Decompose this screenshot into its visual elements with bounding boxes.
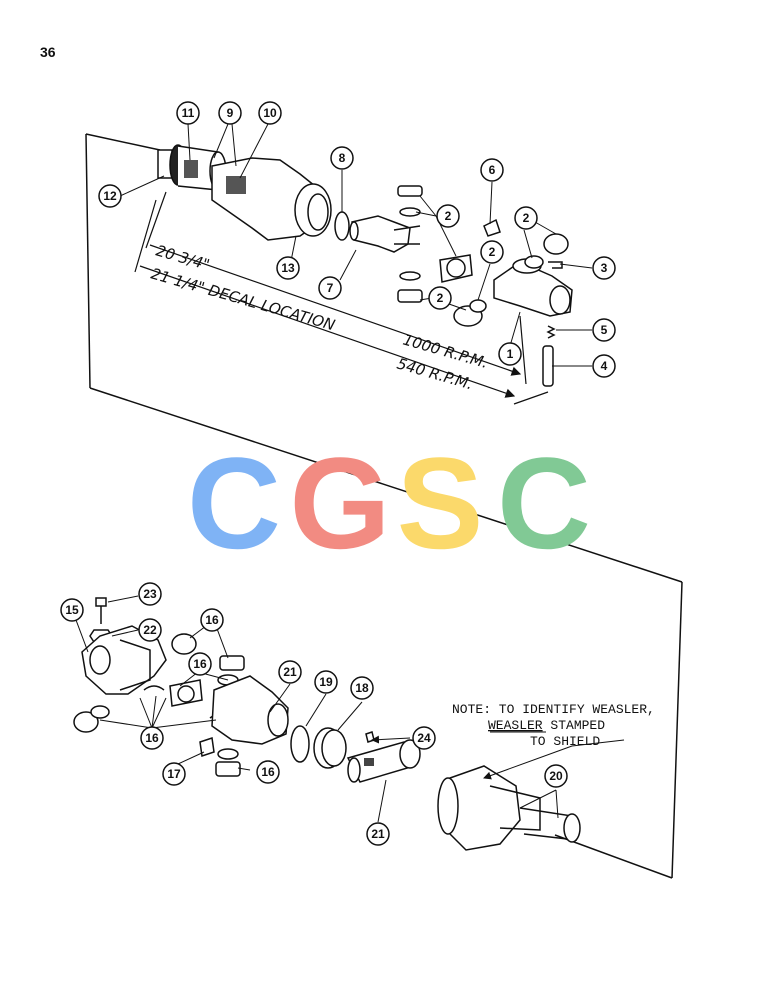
svg-text:5: 5: [601, 323, 608, 337]
svg-text:8: 8: [339, 151, 346, 165]
callout-16c: 16: [140, 726, 164, 750]
callout-23: 23: [138, 582, 162, 606]
callout-18: 18: [350, 676, 374, 700]
note-line-3: TO SHIELD: [530, 734, 600, 749]
callout-5: 5: [592, 318, 616, 342]
svg-text:22: 22: [143, 623, 157, 637]
callout-24: 24: [412, 726, 436, 750]
callout-11: 11: [176, 101, 200, 125]
callout-21a: 21: [278, 660, 302, 684]
svg-text:23: 23: [143, 587, 157, 601]
callout-8: 8: [330, 146, 354, 170]
svg-text:16: 16: [205, 613, 219, 627]
callout-12: 12: [98, 184, 122, 208]
svg-text:19: 19: [319, 675, 333, 689]
callout-2b: 2: [428, 286, 452, 310]
svg-text:6: 6: [489, 163, 496, 177]
svg-text:17: 17: [167, 767, 181, 781]
callout-13: 13: [276, 256, 300, 280]
svg-text:16: 16: [261, 765, 275, 779]
note-weasler-underlined: WEASLER: [488, 718, 543, 733]
svg-text:1: 1: [507, 347, 514, 361]
svg-text:24: 24: [417, 731, 431, 745]
callout-16d: 16: [256, 760, 280, 784]
callout-9: 9: [218, 101, 242, 125]
svg-text:4: 4: [601, 359, 608, 373]
leader-lines-lower: [75, 595, 625, 823]
callout-7: 7: [318, 276, 342, 300]
svg-text:7: 7: [327, 281, 334, 295]
callout-16b: 16: [188, 652, 212, 676]
weasler-note: NOTE: TO IDENTIFY WEASLER, WEASLER STAMP…: [452, 702, 655, 749]
svg-text:21: 21: [283, 665, 297, 679]
note-line-2-rest: STAMPED: [543, 718, 606, 733]
lower-assembly: [73, 597, 581, 851]
svg-text:2: 2: [445, 209, 452, 223]
dim-21-1-4-decal: 21 1/4" DECAL LOCATION: [149, 265, 337, 335]
svg-text:20: 20: [549, 769, 563, 783]
svg-text:11: 11: [182, 106, 195, 120]
svg-text:9: 9: [227, 106, 234, 120]
svg-text:18: 18: [355, 681, 369, 695]
callout-15: 15: [60, 598, 84, 622]
watermark: C G S C: [187, 430, 591, 576]
svg-text:3: 3: [601, 261, 608, 275]
callout-2a: 2: [436, 204, 460, 228]
callout-1: 1: [498, 342, 522, 366]
svg-text:2: 2: [523, 211, 530, 225]
svg-text:2: 2: [489, 245, 496, 259]
watermark-letter-2: G: [289, 430, 390, 576]
callout-19: 19: [314, 670, 338, 694]
callout-16a: 16: [200, 608, 224, 632]
callout-2c: 2: [514, 206, 538, 230]
watermark-letter-1: C: [187, 430, 281, 576]
svg-text:12: 12: [103, 189, 117, 203]
callout-21b: 21: [366, 822, 390, 846]
svg-text:2: 2: [437, 291, 444, 305]
svg-text:13: 13: [281, 261, 295, 275]
callout-4: 4: [592, 354, 616, 378]
callout-10: 10: [258, 101, 282, 125]
svg-text:10: 10: [263, 106, 277, 120]
callout-17: 17: [162, 762, 186, 786]
svg-text:16: 16: [145, 731, 159, 745]
dimension-lines: [134, 191, 549, 405]
svg-text:WEASLER STAMPED: WEASLER STAMPED: [488, 718, 605, 733]
callout-6: 6: [480, 158, 504, 182]
dimension-labels: 20 3/4" 21 1/4" DECAL LOCATION 1000 R.P.…: [149, 242, 490, 394]
page-number: 36: [40, 44, 56, 60]
watermark-letter-3: S: [397, 430, 484, 576]
callout-2d: 2: [480, 240, 504, 264]
note-line-1: NOTE: TO IDENTIFY WEASLER,: [452, 702, 655, 717]
callout-22: 22: [138, 618, 162, 642]
upper-assembly: [157, 144, 573, 387]
svg-text:15: 15: [65, 603, 79, 617]
callout-20: 20: [544, 764, 568, 788]
svg-text:21: 21: [371, 827, 385, 841]
callout-3: 3: [592, 256, 616, 280]
svg-text:16: 16: [193, 657, 207, 671]
callouts: 11 9 10 12 13 8 7 2 2 6 2 2 3 5 4 1 23 2…: [60, 101, 616, 846]
watermark-letter-4: C: [497, 430, 591, 576]
